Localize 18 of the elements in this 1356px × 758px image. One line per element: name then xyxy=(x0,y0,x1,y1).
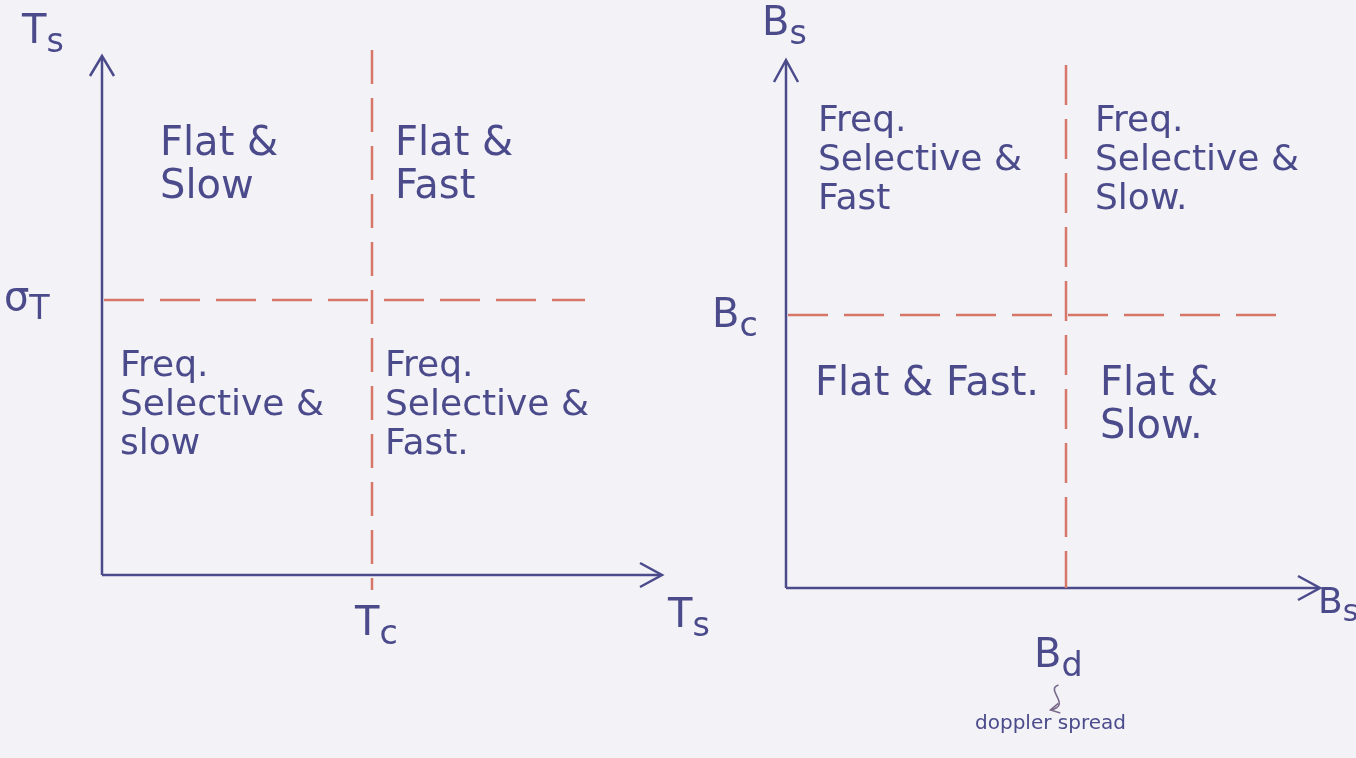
threshold-label: σ$_{T}$ xyxy=(4,275,50,326)
leader-line xyxy=(1049,684,1062,713)
quadrant-label: Freq. Selective & Fast xyxy=(818,100,1024,217)
quadrant-label: Flat & Fast xyxy=(395,120,515,207)
threshold-label: B$_{c}$ xyxy=(712,292,758,343)
threshold-label: B$_{d}$ xyxy=(1034,632,1083,683)
annotation-text: doppler spread xyxy=(975,712,1126,734)
threshold-label: T$_{c}$ xyxy=(355,600,398,651)
quadrant-label: Freq. Selective & slow xyxy=(120,345,326,462)
quadrant-label: Flat & Slow xyxy=(160,120,280,207)
axis-label: T$_{s}$ xyxy=(668,592,710,643)
quadrant-label: Freq. Selective & Fast. xyxy=(385,345,591,462)
quadrant-label: Flat & Fast. xyxy=(815,360,1040,404)
axis-label: B$_{s}$ xyxy=(1318,582,1356,628)
quadrant-label: Freq. Selective & Slow. xyxy=(1095,100,1301,217)
axis-label: T$_{s}$ xyxy=(22,8,64,59)
quadrant-label: Flat & Slow. xyxy=(1100,360,1220,447)
axis-label: B$_{s}$ xyxy=(762,0,807,51)
